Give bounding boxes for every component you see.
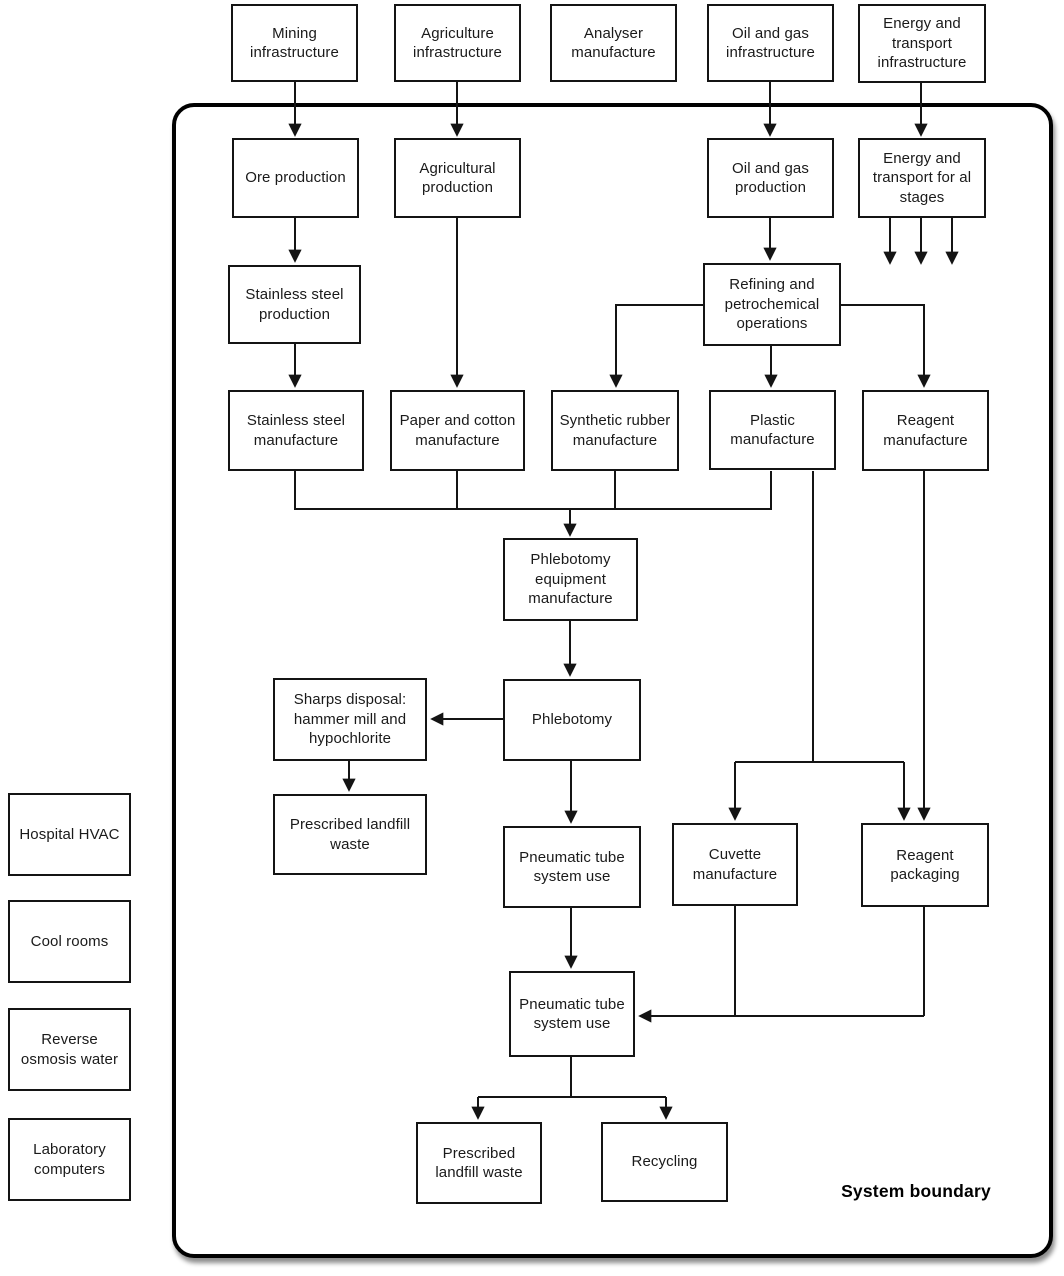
node-plastic-manufacture: Plastic manufacture	[709, 390, 836, 470]
node-agriculture-infrastructure: Agriculture infrastructure	[394, 4, 521, 82]
node-sharps-disposal: Sharps disposal: hammer mill and hypochl…	[273, 678, 427, 761]
node-oil-gas-production: Oil and gas production	[707, 138, 834, 218]
node-reverse-osmosis-water: Reverse osmosis water	[8, 1008, 131, 1091]
node-pneumatic-tube-system-use-1: Pneumatic tube system use	[503, 826, 641, 908]
node-analyser-manufacture: Analyser manufacture	[550, 4, 677, 82]
node-phlebotomy: Phlebotomy	[503, 679, 641, 761]
node-cuvette-manufacture: Cuvette manufacture	[672, 823, 798, 906]
node-oil-gas-infrastructure: Oil and gas infrastructure	[707, 4, 834, 82]
node-laboratory-computers: Laboratory computers	[8, 1118, 131, 1201]
node-refining-petrochemical-operations: Refining and petrochemical operations	[703, 263, 841, 346]
node-reagent-manufacture: Reagent manufacture	[862, 390, 989, 471]
node-paper-cotton-manufacture: Paper and cotton manufacture	[390, 390, 525, 471]
node-energy-transport-infrastructure: Energy and transport infrastructure	[858, 4, 986, 83]
node-hospital-hvac: Hospital HVAC	[8, 793, 131, 876]
node-stainless-steel-manufacture: Stainless steel manufacture	[228, 390, 364, 471]
node-ore-production: Ore production	[232, 138, 359, 218]
node-reagent-packaging: Reagent packaging	[861, 823, 989, 907]
node-cool-rooms: Cool rooms	[8, 900, 131, 983]
node-mining-infrastructure: Mining infrastructure	[231, 4, 358, 82]
system-boundary-label: System boundary	[841, 1181, 991, 1201]
node-stainless-steel-production: Stainless steel production	[228, 265, 361, 344]
node-pneumatic-tube-system-use-2: Pneumatic tube system use	[509, 971, 635, 1057]
node-energy-transport-all-stages: Energy and transport for al stages	[858, 138, 986, 218]
node-recycling: Recycling	[601, 1122, 728, 1202]
node-prescribed-landfill-waste-1: Prescribed landfill waste	[273, 794, 427, 875]
node-phlebotomy-equipment-manufacture: Phlebotomy equipment manufacture	[503, 538, 638, 621]
node-agricultural-production: Agricultural production	[394, 138, 521, 218]
node-synthetic-rubber-manufacture: Synthetic rubber manufacture	[551, 390, 679, 471]
node-prescribed-landfill-waste-2: Prescribed landfill waste	[416, 1122, 542, 1204]
